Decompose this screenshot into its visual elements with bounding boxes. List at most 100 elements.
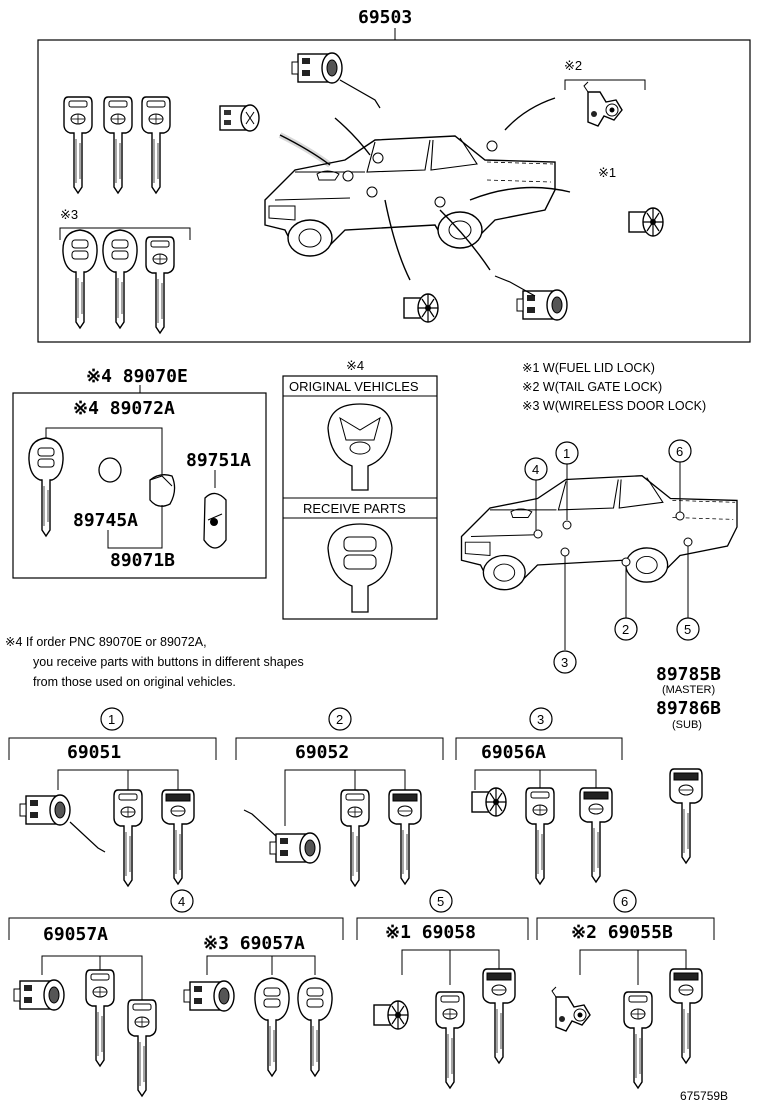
loc-num-1: 1: [563, 446, 571, 461]
sub1-rod: [69, 821, 106, 853]
tailgate-marker: ※2: [564, 58, 583, 73]
sub6-key-1: [623, 991, 653, 1089]
tailgate-bracket: [564, 79, 646, 90]
sub5-key-1: [435, 991, 465, 1089]
loc-num-6: 6: [676, 444, 684, 459]
sub1-door-cylinder: [19, 794, 71, 826]
loc-num-2: 2: [622, 622, 630, 637]
battery-illustration: [98, 457, 122, 483]
sub3-key-1: [525, 787, 555, 885]
legend-line-3: ※3 W(WIRELESS DOOR LOCK): [522, 399, 707, 413]
transmitter-inner-bracket: [45, 427, 163, 495]
case-dot: [210, 518, 218, 526]
location-dot-a: [372, 152, 384, 164]
main-key-2: [103, 96, 133, 194]
wireless-key-2: [102, 229, 138, 329]
sub-assembly-1: [8, 707, 217, 887]
main-key-1: [63, 96, 93, 194]
location-dot-c: [366, 186, 378, 198]
sub4b-cylinder: [183, 980, 235, 1012]
transmitter-box: [12, 392, 267, 579]
housing-bracket: [107, 505, 163, 549]
tailgate-lock: [583, 81, 623, 127]
receive-fob-button-bottom: [343, 554, 377, 570]
door-lock-cylinder-bottom: [516, 289, 568, 321]
sub2-key-2: [388, 789, 422, 885]
sub-assembly-4: [8, 889, 344, 1097]
sub3-cylinder: [471, 787, 507, 817]
door-lock-rod: [339, 79, 381, 109]
sub-label: (SUB): [672, 719, 702, 731]
lower-lock-rod: [494, 275, 536, 297]
footnote-line-2: you receive parts with buttons in differ…: [33, 655, 304, 669]
main-assembly-section: [37, 28, 751, 343]
dot-6: [675, 511, 685, 521]
loc-num-3: 3: [561, 655, 569, 670]
sub4b-branches: [206, 955, 316, 975]
main-part-number: 69503: [358, 7, 413, 28]
sub-part-number: 89786B: [656, 698, 722, 719]
master-part-number: 89785B: [656, 664, 722, 685]
sub6-bracket: [536, 917, 715, 940]
receive-parts-label: RECEIVE PARTS: [303, 501, 406, 516]
fuel-marker: ※1: [598, 165, 617, 180]
wireless-marker: ※3: [60, 207, 79, 222]
location-truck-illustration: [460, 475, 738, 591]
sub5-branches: [401, 949, 500, 985]
sub4a-branches: [41, 955, 143, 1000]
sub5-key-2: [482, 968, 516, 1064]
sub6-index: 6: [621, 894, 629, 909]
arrow-4: [469, 186, 571, 201]
sub1-bracket: [8, 737, 217, 760]
sub3-part: 69056A: [481, 742, 547, 763]
sub1-key-1: [113, 789, 143, 887]
sub6-part: ※2 69055B: [571, 922, 673, 943]
sub4a-key-2: [127, 999, 157, 1097]
figure-reference: 675759B: [680, 1089, 729, 1103]
location-dot-e: [486, 140, 498, 152]
sub2-key-1: [340, 789, 370, 887]
sub3-branches: [474, 769, 597, 790]
arrow-6: [439, 209, 491, 271]
dot-5: [683, 537, 693, 547]
sub1-index: 1: [108, 712, 116, 727]
case-part: 89751A: [186, 450, 252, 471]
ignition-cylinder: [219, 104, 260, 132]
sub2-part: 69052: [295, 742, 350, 763]
sub5-part: ※1 69058: [385, 922, 476, 943]
sub1-part: 69051: [67, 742, 122, 763]
sub4-index: 4: [178, 894, 186, 909]
legend-line-1: ※1 W(FUEL LID LOCK): [522, 361, 655, 375]
wireless-key-3: [145, 236, 175, 334]
sub4a-key-1: [85, 969, 115, 1067]
dot-1: [562, 520, 572, 530]
sub-assembly-3: [455, 707, 623, 885]
sub4b-key-2: [297, 977, 333, 1077]
sub6-branches: [579, 949, 687, 985]
case-detail: [207, 513, 223, 521]
sub2-rod: [243, 809, 277, 837]
sub4b-key-1: [254, 977, 290, 1077]
location-dot-d: [434, 196, 446, 208]
original-fob-buttons: [339, 416, 381, 441]
loc-num-5: 5: [684, 622, 692, 637]
sub-assembly-5: [356, 889, 529, 1089]
sub4-part-b: ※3 69057A: [203, 933, 305, 954]
dot-2: [621, 557, 631, 567]
sub2-index: 2: [336, 712, 344, 727]
footnote-line-1: ※4 If order PNC 89070E or 89072A,: [5, 635, 207, 649]
dot-4: [533, 529, 543, 539]
footnote-line-3: from those used on original vehicles.: [33, 675, 236, 689]
transmitter-inner-part: ※4 89072A: [73, 398, 175, 419]
housing-detail: [149, 475, 173, 487]
original-fob-lower-button: [349, 441, 371, 455]
sub-assembly-6: [536, 889, 715, 1089]
transmitter-key: [28, 437, 64, 537]
arrow-3: [504, 97, 556, 131]
sub4-part-a: 69057A: [43, 924, 109, 945]
sub6-key-2: [669, 968, 703, 1064]
comparison-marker: ※4: [346, 358, 365, 373]
transmitter-section: [12, 385, 267, 579]
dot-3: [560, 547, 570, 557]
sub2-bracket: [235, 737, 444, 760]
